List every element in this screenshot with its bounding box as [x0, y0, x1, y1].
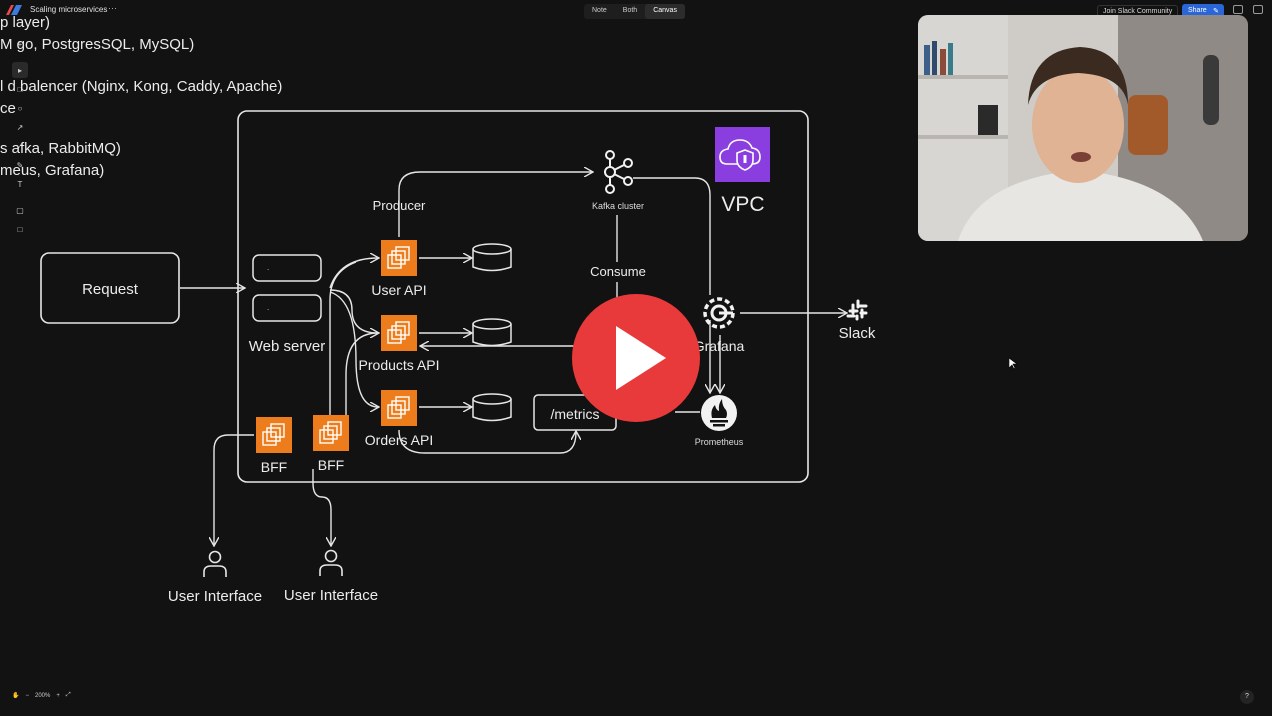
help-button[interactable]: ?	[1240, 690, 1254, 704]
share-label: Share	[1188, 7, 1207, 14]
more-options-icon[interactable]: ···	[108, 3, 117, 13]
fit-screen-icon[interactable]: ⤢	[65, 692, 71, 698]
line-tool-icon[interactable]: ∕	[19, 141, 21, 151]
prometheus-icon[interactable]	[701, 395, 737, 431]
tab-both[interactable]: Both	[622, 7, 638, 14]
grafana-icon[interactable]	[703, 297, 735, 329]
note-line: p layer)	[0, 14, 51, 31]
user-interface-label: User Interface	[284, 587, 378, 604]
orders-api-label: Orders API	[365, 432, 433, 448]
document-title[interactable]: Scaling microservices	[30, 5, 108, 14]
add-icon[interactable]: +	[17, 39, 23, 49]
slack-icon[interactable]	[846, 299, 868, 321]
request-label: Request	[82, 281, 139, 298]
zoom-level[interactable]: 200%	[35, 692, 51, 699]
play-button[interactable]	[572, 294, 700, 422]
top-bar: Scaling microservices ··· Note Both Canv…	[0, 0, 1272, 22]
webcam-video	[918, 15, 1248, 241]
tab-canvas[interactable]: Canvas	[645, 4, 685, 19]
consume-label: Consume	[590, 264, 646, 279]
vpc-label: VPC	[721, 193, 764, 216]
grafana-label: Grafana	[694, 338, 745, 354]
mouse-cursor-icon	[1009, 358, 1017, 370]
select-tool-icon[interactable]: ▸	[12, 62, 28, 78]
tab-note[interactable]: Note	[592, 7, 607, 14]
text-tool-icon[interactable]: T	[17, 179, 23, 189]
arrow-tool-icon[interactable]: ↗	[16, 122, 24, 132]
svg-text:.: .	[267, 303, 269, 312]
hand-tool-icon[interactable]: ✋	[12, 693, 20, 699]
note-line: s afka, RabbitMQ)	[0, 140, 121, 157]
comment-icon[interactable]	[1233, 5, 1243, 14]
view-mode-switcher: Note Both Canvas	[584, 4, 685, 19]
app-logo[interactable]	[6, 5, 22, 15]
slack-label: Slack	[839, 325, 876, 342]
web-server-box[interactable]	[252, 254, 322, 282]
zoom-controls: ✋ − 200% + ⤢	[12, 692, 71, 699]
kafka-icon[interactable]	[604, 150, 633, 194]
left-toolbar: + ▸ □ ○ ↗ ∕ ✎ T ▢ □	[11, 36, 29, 240]
request-box[interactable]	[40, 252, 180, 324]
zoom-out-icon[interactable]: −	[25, 692, 29, 699]
pencil-icon: ✎	[1213, 8, 1219, 15]
svg-text:.: .	[267, 263, 269, 272]
zoom-in-icon[interactable]: +	[56, 692, 60, 699]
note-line: M go, PostgresSQL, MySQL)	[0, 36, 195, 53]
ellipse-tool-icon[interactable]: ○	[17, 103, 23, 113]
kafka-label: Kafka cluster	[592, 201, 644, 211]
products-api-label: Products API	[359, 357, 440, 373]
bff-label: BFF	[261, 459, 287, 475]
web-server-box[interactable]	[252, 294, 322, 322]
producer-label: Producer	[373, 198, 426, 213]
frame-tool-icon[interactable]: ▢	[16, 205, 24, 215]
note-line: meus, Grafana)	[0, 162, 105, 179]
share-button[interactable]: Share ✎	[1182, 4, 1224, 18]
vpc-icon[interactable]	[715, 127, 770, 182]
note-line: l d balencer (Nginx, Kong, Caddy, Apache…	[0, 78, 283, 95]
export-icon[interactable]	[1253, 5, 1263, 14]
pen-tool-icon[interactable]: ✎	[16, 160, 24, 170]
comment-tool-icon[interactable]: □	[17, 224, 23, 234]
vpc-frame[interactable]	[237, 110, 809, 483]
prometheus-label: Prometheus	[695, 437, 744, 447]
note-line: ce	[0, 100, 16, 117]
metrics-label: /metrics	[551, 406, 600, 422]
web-server-label: Web server	[249, 338, 325, 355]
user-interface-label: User Interface	[168, 588, 262, 605]
bff-label: BFF	[318, 457, 344, 473]
user-api-label: User API	[371, 282, 426, 298]
rectangle-tool-icon[interactable]: □	[17, 84, 23, 94]
